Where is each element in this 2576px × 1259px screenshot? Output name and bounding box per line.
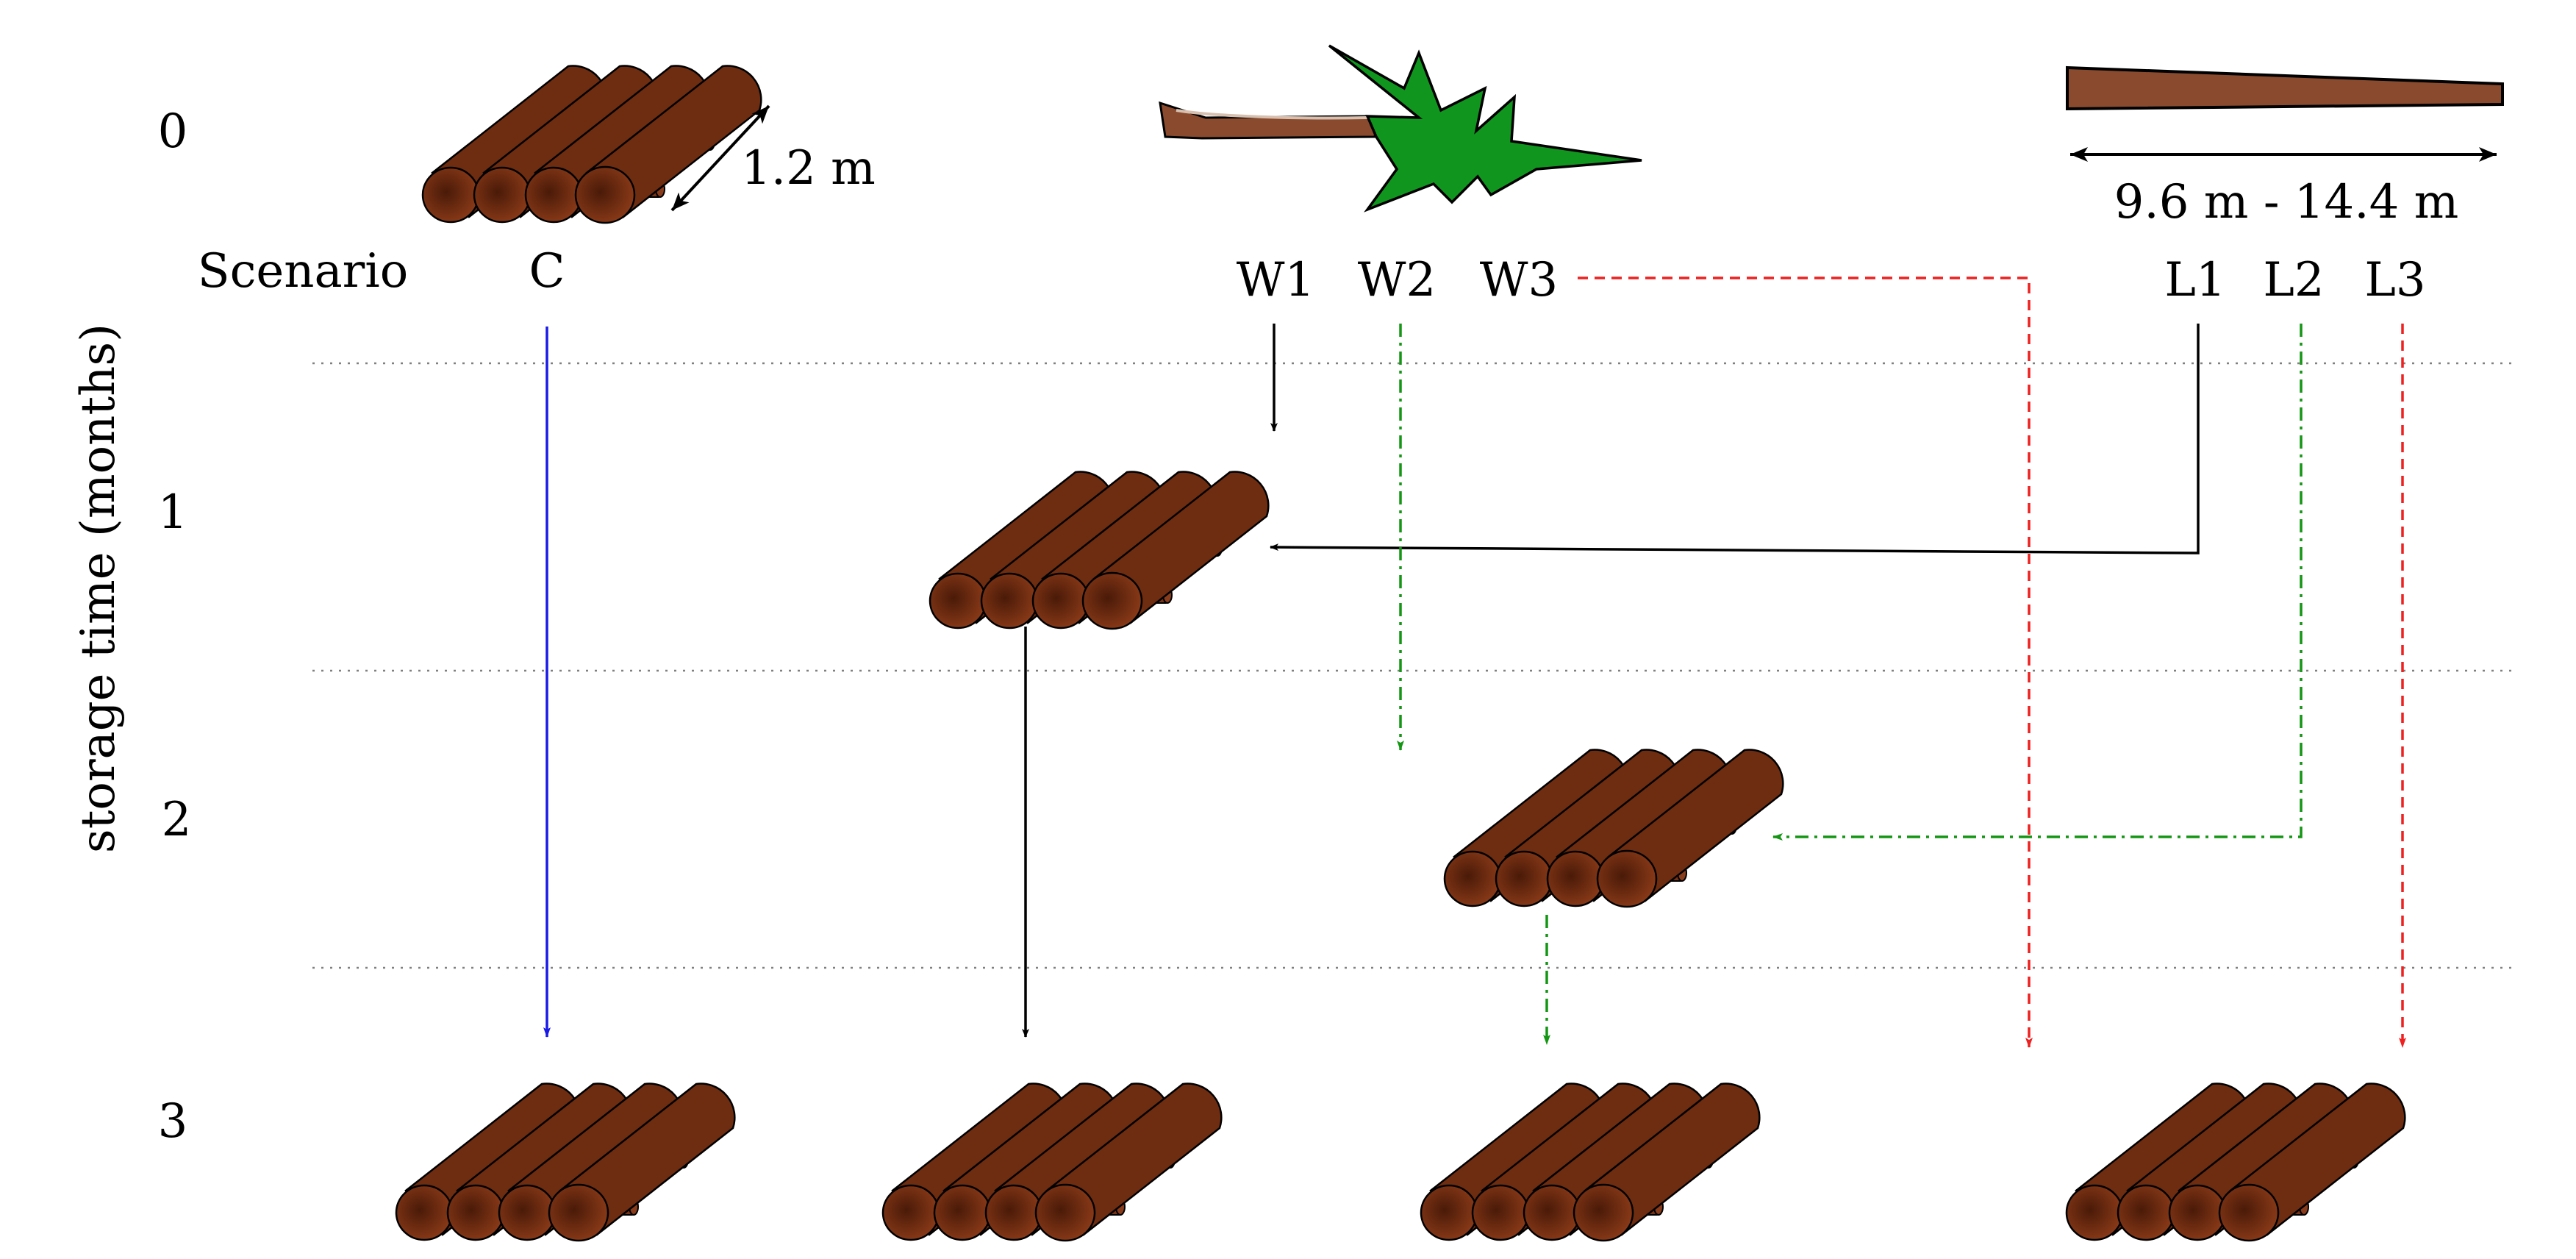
scenario-w1: W1 xyxy=(1237,253,1315,307)
log-pile-month-3-w2-l2 xyxy=(1420,1083,1761,1242)
pile-width-label: 1.2 m xyxy=(741,141,876,196)
pile-width-dimension xyxy=(670,104,770,212)
log-pile-month-3-w3-l3 xyxy=(2065,1083,2406,1242)
log-length-label: 9.6 m - 14.4 m xyxy=(2114,175,2459,229)
scenario-w2: W2 xyxy=(1358,253,1437,307)
tick-month-1: 1 xyxy=(158,485,188,540)
arrow-l1 xyxy=(1270,324,2200,554)
log-pile-month-1 xyxy=(929,471,1270,630)
short-log-pile-icon xyxy=(421,65,762,224)
month-separators xyxy=(312,362,2514,969)
log-pile-month-3-c xyxy=(395,1083,736,1242)
tick-month-2: 2 xyxy=(162,793,192,847)
log-pile-month-3-w1-l1 xyxy=(881,1083,1223,1242)
scenario-l2: L2 xyxy=(2263,253,2324,307)
scenario-l1: L1 xyxy=(2164,253,2225,307)
tick-month-3: 3 xyxy=(158,1094,188,1149)
tick-month-0: 0 xyxy=(158,104,188,159)
log-pile-month-2 xyxy=(1443,749,1784,908)
flow-arrows xyxy=(543,277,2406,1048)
scenario-c: C xyxy=(529,244,565,299)
time-axis-label: storage time (months) xyxy=(71,324,126,853)
whole-tree-icon xyxy=(1159,44,1642,213)
scenario-labels: C W1 W2 W3 L1 L2 L3 xyxy=(529,244,2426,307)
scenario-w3: W3 xyxy=(1480,253,1559,307)
scenario-label: Scenario xyxy=(198,244,409,299)
scenario-l3: L3 xyxy=(2364,253,2425,307)
arrow-w3 xyxy=(1578,277,2033,1048)
arrow-l2 xyxy=(1772,324,2303,841)
long-log-icon xyxy=(2066,65,2504,111)
